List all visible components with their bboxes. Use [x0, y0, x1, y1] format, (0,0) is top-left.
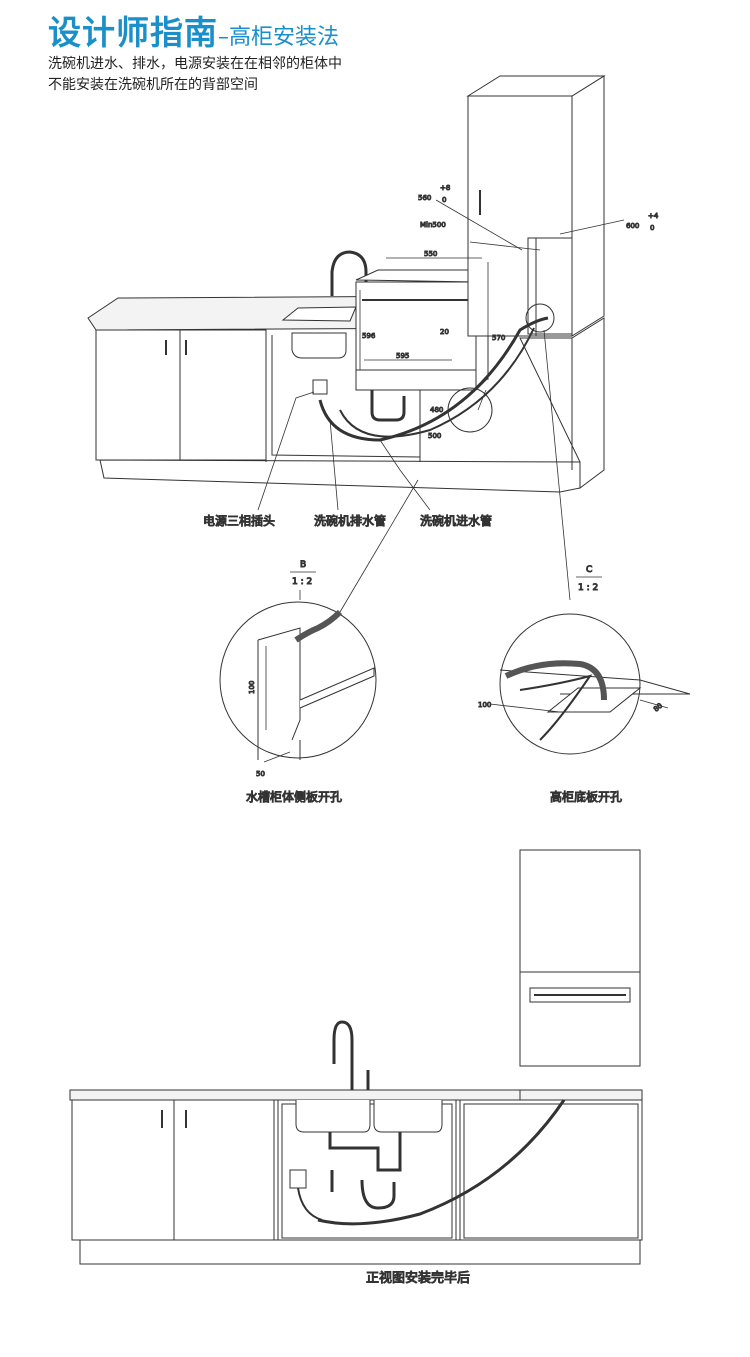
detail-c-dim-80: 80 [652, 702, 664, 714]
detail-c: C 1 : 2 [489, 565, 691, 755]
detail-b-hose [294, 609, 343, 643]
detail-b: B 1 : 2 [219, 560, 377, 763]
detail-c-hose [504, 660, 607, 701]
dim-480: 480 [430, 406, 443, 414]
drain-hose [318, 316, 549, 442]
dim-500: 500 [428, 432, 441, 440]
dimension-lines [359, 199, 625, 411]
detail-c-caption: 高柜底板开孔 [550, 789, 622, 804]
detail-b-caption: 水槽柜体侧板开孔 [246, 790, 342, 804]
dim-20: 20 [440, 328, 449, 336]
front-tall-cabinet [519, 849, 641, 973]
front-sink-left [295, 1100, 371, 1133]
dim-550: 550 [424, 250, 437, 258]
detail-c-marker [525, 303, 555, 333]
detail-b-marker [447, 387, 493, 433]
drain-trap [370, 390, 406, 422]
power-outlet [312, 379, 328, 395]
dim-min500: Min500 [420, 221, 446, 229]
dim-600: 600 [626, 222, 639, 230]
title-sub: –高柜安装法 [218, 25, 340, 50]
dim-560-tol-zero: 0 [442, 196, 446, 204]
tall-cabinet [467, 95, 573, 337]
inlet-hose [339, 327, 535, 438]
left-cabinet [95, 329, 267, 461]
callout-leaders [257, 329, 571, 613]
front-power-outlet [289, 1169, 307, 1189]
front-plinth [79, 1239, 641, 1265]
front-view-caption: 正视图安装完毕后 [366, 1271, 470, 1286]
page-title: 设计师指南–高柜安装法 [48, 6, 339, 54]
label-power-plug: 电源三相插头 [203, 514, 275, 528]
detail-b-scale: 1 : 2 [292, 577, 312, 587]
detail-c-dim-100: 100 [478, 701, 491, 709]
subtitle-line-1: 洗碗机进水、排水，电源安装在在相邻的柜体中 [48, 56, 342, 72]
front-countertop [69, 1089, 521, 1101]
detail-b-circle [219, 601, 377, 759]
front-left-cabinet [71, 1099, 275, 1241]
dim-600-tol-zero: 0 [650, 224, 654, 232]
dim-596: 596 [362, 332, 376, 340]
front-sink-right [373, 1100, 443, 1133]
dim-560: 560 [418, 194, 431, 202]
subtitle-line-2: 不能安装在洗碗机所在的背部空间 [48, 77, 258, 93]
sink-bowl [291, 332, 347, 359]
front-view [69, 849, 643, 1265]
detail-c-circle [499, 613, 641, 755]
front-dishwasher [519, 971, 641, 1067]
label-inlet-hose: 洗碗机进水管 [420, 513, 492, 528]
detail-c-scale: 1 : 2 [578, 583, 598, 593]
title-main: 设计师指南 [48, 13, 218, 52]
front-right-cabinet [459, 1099, 643, 1241]
dim-570: 570 [492, 334, 505, 342]
detail-c-letter: C [586, 565, 592, 575]
detail-b-dim-100: 100 [248, 681, 256, 694]
detail-b-letter: B [300, 560, 306, 570]
dim-595: 595 [396, 352, 409, 360]
front-dishwasher-hose [317, 1099, 566, 1226]
plinth [99, 459, 581, 493]
dim-600-tol-plus: +4 [648, 212, 659, 220]
front-drain-pipes [328, 1132, 402, 1172]
front-faucet [332, 1020, 354, 1090]
isometric-kitchen [87, 75, 625, 613]
label-drain-hose: 洗碗机排水管 [314, 513, 386, 528]
detail-b-dim-50: 50 [256, 770, 265, 778]
dim-560-tol-plus: +8 [440, 184, 450, 192]
faucet [330, 250, 368, 300]
